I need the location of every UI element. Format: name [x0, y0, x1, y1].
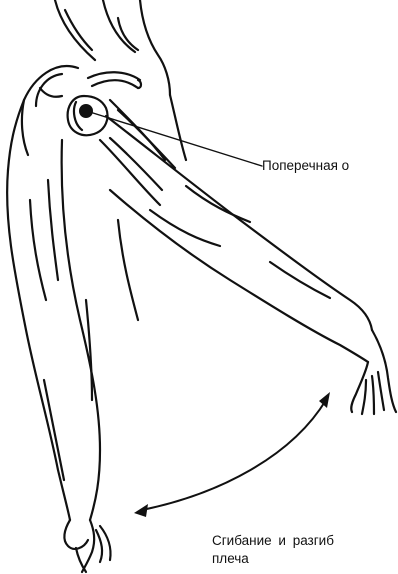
torso-outline	[100, 95, 186, 205]
rotation-axis-label: Поперечная о	[262, 158, 349, 174]
raised-hand	[351, 330, 396, 414]
hanging-hand	[64, 520, 110, 572]
rotation-axis-point	[79, 104, 93, 118]
hanging-arm	[7, 140, 100, 520]
raised-arm	[106, 116, 372, 362]
hip-contour	[118, 220, 138, 320]
motion-label-line1: Сгибание и разгиб	[212, 533, 334, 549]
flexion-extension-arrow	[134, 392, 330, 517]
motion-label-line2: плеча	[212, 551, 249, 567]
clavicle	[88, 72, 141, 88]
